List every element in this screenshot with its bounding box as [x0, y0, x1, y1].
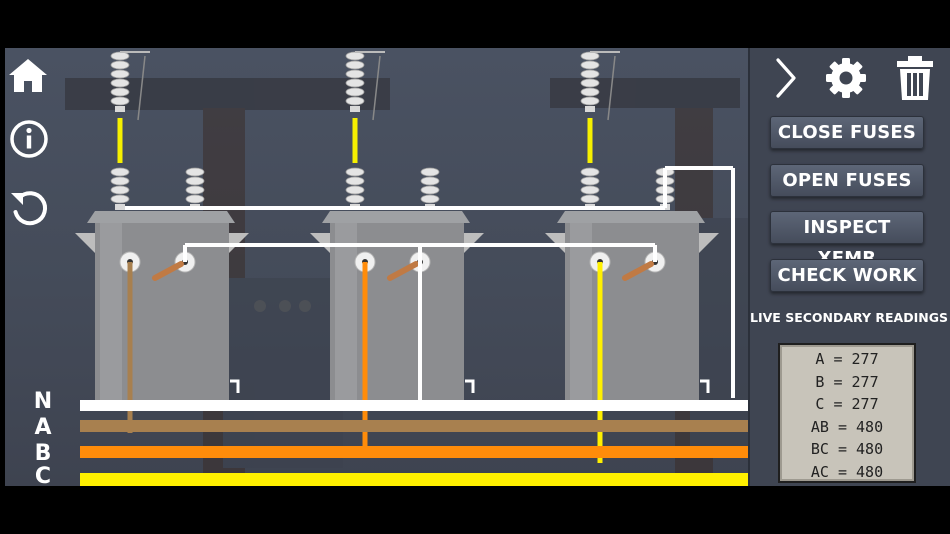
- transformer-lid-c: [557, 211, 705, 223]
- info-icon: [10, 120, 48, 158]
- home-icon: [9, 59, 47, 92]
- inspect-xfmr-button[interactable]: INSPECT XFMR: [770, 211, 924, 269]
- open-fuses-button[interactable]: OPEN FUSES: [770, 164, 924, 197]
- h1-bushing-a: [110, 167, 130, 210]
- bus-label-a: A: [34, 415, 52, 440]
- copper-jumper-b: [387, 261, 419, 281]
- h1-bushing-b: [345, 167, 365, 210]
- reading-c: C = 277: [815, 395, 879, 414]
- primary-insulator-a: [110, 51, 130, 112]
- home-button[interactable]: [6, 55, 50, 95]
- primary-insulator-b: [345, 51, 365, 112]
- bus-label-b: B: [34, 441, 52, 466]
- bus-label-n: N: [33, 389, 53, 414]
- transformer-b: [310, 51, 484, 403]
- wiring-diagram: [65, 51, 750, 486]
- h2-bushing-a: [185, 167, 205, 210]
- primary-insulator-c: [580, 51, 600, 112]
- gear-icon: [826, 58, 866, 98]
- check-work-button[interactable]: CHECK WORK: [770, 259, 924, 292]
- readings-title: LIVE SECONDARY READINGS: [750, 310, 948, 325]
- phase-b-bus: [80, 446, 748, 458]
- copper-jumper-a: [152, 261, 184, 281]
- transformer-c: [545, 51, 719, 403]
- reading-ac: AC = 480: [810, 462, 884, 481]
- transformer-lid-b: [322, 211, 470, 223]
- phase-c-bus: [80, 473, 748, 486]
- transformer-lid-a: [87, 211, 235, 223]
- copper-jumper-c: [622, 261, 654, 281]
- transformers: [75, 51, 719, 403]
- reading-ab: AB = 480: [810, 417, 884, 436]
- phase-a-bus: [80, 420, 748, 432]
- reset-button[interactable]: [7, 186, 51, 230]
- info-button[interactable]: [8, 118, 50, 160]
- neutral-bus: [80, 400, 748, 411]
- reading-bc: BC = 480: [810, 440, 884, 459]
- close-fuses-button[interactable]: CLOSE FUSES: [770, 116, 924, 149]
- trash-icon: [897, 56, 933, 100]
- reset-icon: [11, 191, 47, 226]
- delete-button[interactable]: [894, 54, 936, 102]
- transformer-a: [75, 51, 249, 403]
- reading-a: A = 277: [815, 350, 879, 368]
- reading-b: B = 277: [815, 372, 879, 391]
- h2-bushing-b: [420, 167, 440, 210]
- next-button[interactable]: [772, 56, 800, 100]
- secondary-buses: [80, 400, 748, 486]
- settings-button[interactable]: [824, 56, 868, 100]
- bus-label-c: C: [34, 466, 52, 486]
- h1-bushing-c: [580, 167, 600, 210]
- chevron-right-icon: [776, 58, 796, 98]
- readings-display: A = 277 B = 277 C = 277 AB = 480 BC = 48…: [778, 343, 916, 483]
